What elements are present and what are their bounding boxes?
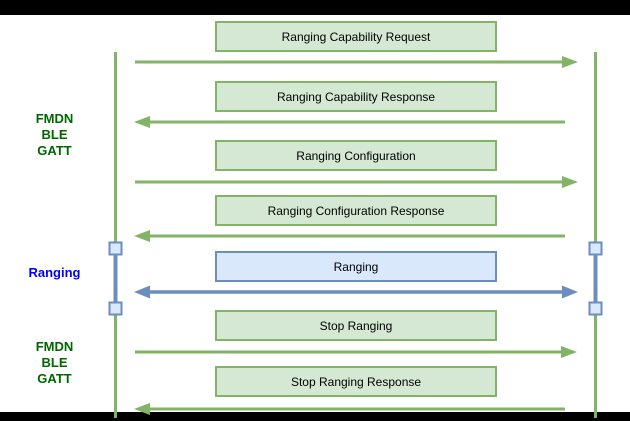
arrow-stop-ranging-response: [134, 403, 565, 415]
message-box-stop-ranging: Stop Ranging: [215, 310, 497, 341]
message-box-ranging-capability-response: Ranging Capability Response: [215, 81, 497, 112]
phase-label-line: Ranging: [28, 265, 81, 280]
message-box-ranging-capability-request: Ranging Capability Request: [215, 21, 497, 52]
activation-marker: [588, 241, 603, 256]
arrow-ranging-configuration: [135, 176, 578, 188]
activation-marker: [108, 301, 123, 316]
phase-label-line: FMDN: [35, 111, 74, 126]
phase-label-line: BLE: [41, 127, 68, 142]
activation-marker: [108, 241, 123, 256]
message-box-ranging-configuration-response: Ranging Configuration Response: [215, 195, 497, 226]
message-box-ranging-configuration: Ranging Configuration: [215, 140, 497, 171]
bottom-letterbox-bar: [0, 412, 630, 421]
phase-label-ranging: Ranging: [6, 265, 103, 281]
message-box-stop-ranging-response: Stop Ranging Response: [215, 366, 497, 397]
arrow-ranging-capability-request: [135, 56, 578, 68]
arrow-ranging-bidirectional: [134, 285, 578, 299]
arrow-ranging-configuration-response: [134, 230, 565, 242]
phase-label-line: FMDN: [35, 339, 74, 354]
arrow-ranging-capability-response: [134, 116, 565, 128]
activation-marker: [588, 301, 603, 316]
phase-label-fmdn-ble-gatt-bottom: FMDN BLE GATT: [6, 339, 103, 387]
phase-label-fmdn-ble-gatt-top: FMDN BLE GATT: [6, 111, 103, 159]
phase-label-line: BLE: [41, 355, 68, 370]
top-letterbox-bar: [0, 0, 630, 15]
phase-label-line: GATT: [37, 143, 72, 158]
message-box-ranging: Ranging: [215, 251, 497, 282]
arrow-stop-ranging: [135, 346, 577, 358]
phase-label-line: GATT: [37, 371, 72, 386]
